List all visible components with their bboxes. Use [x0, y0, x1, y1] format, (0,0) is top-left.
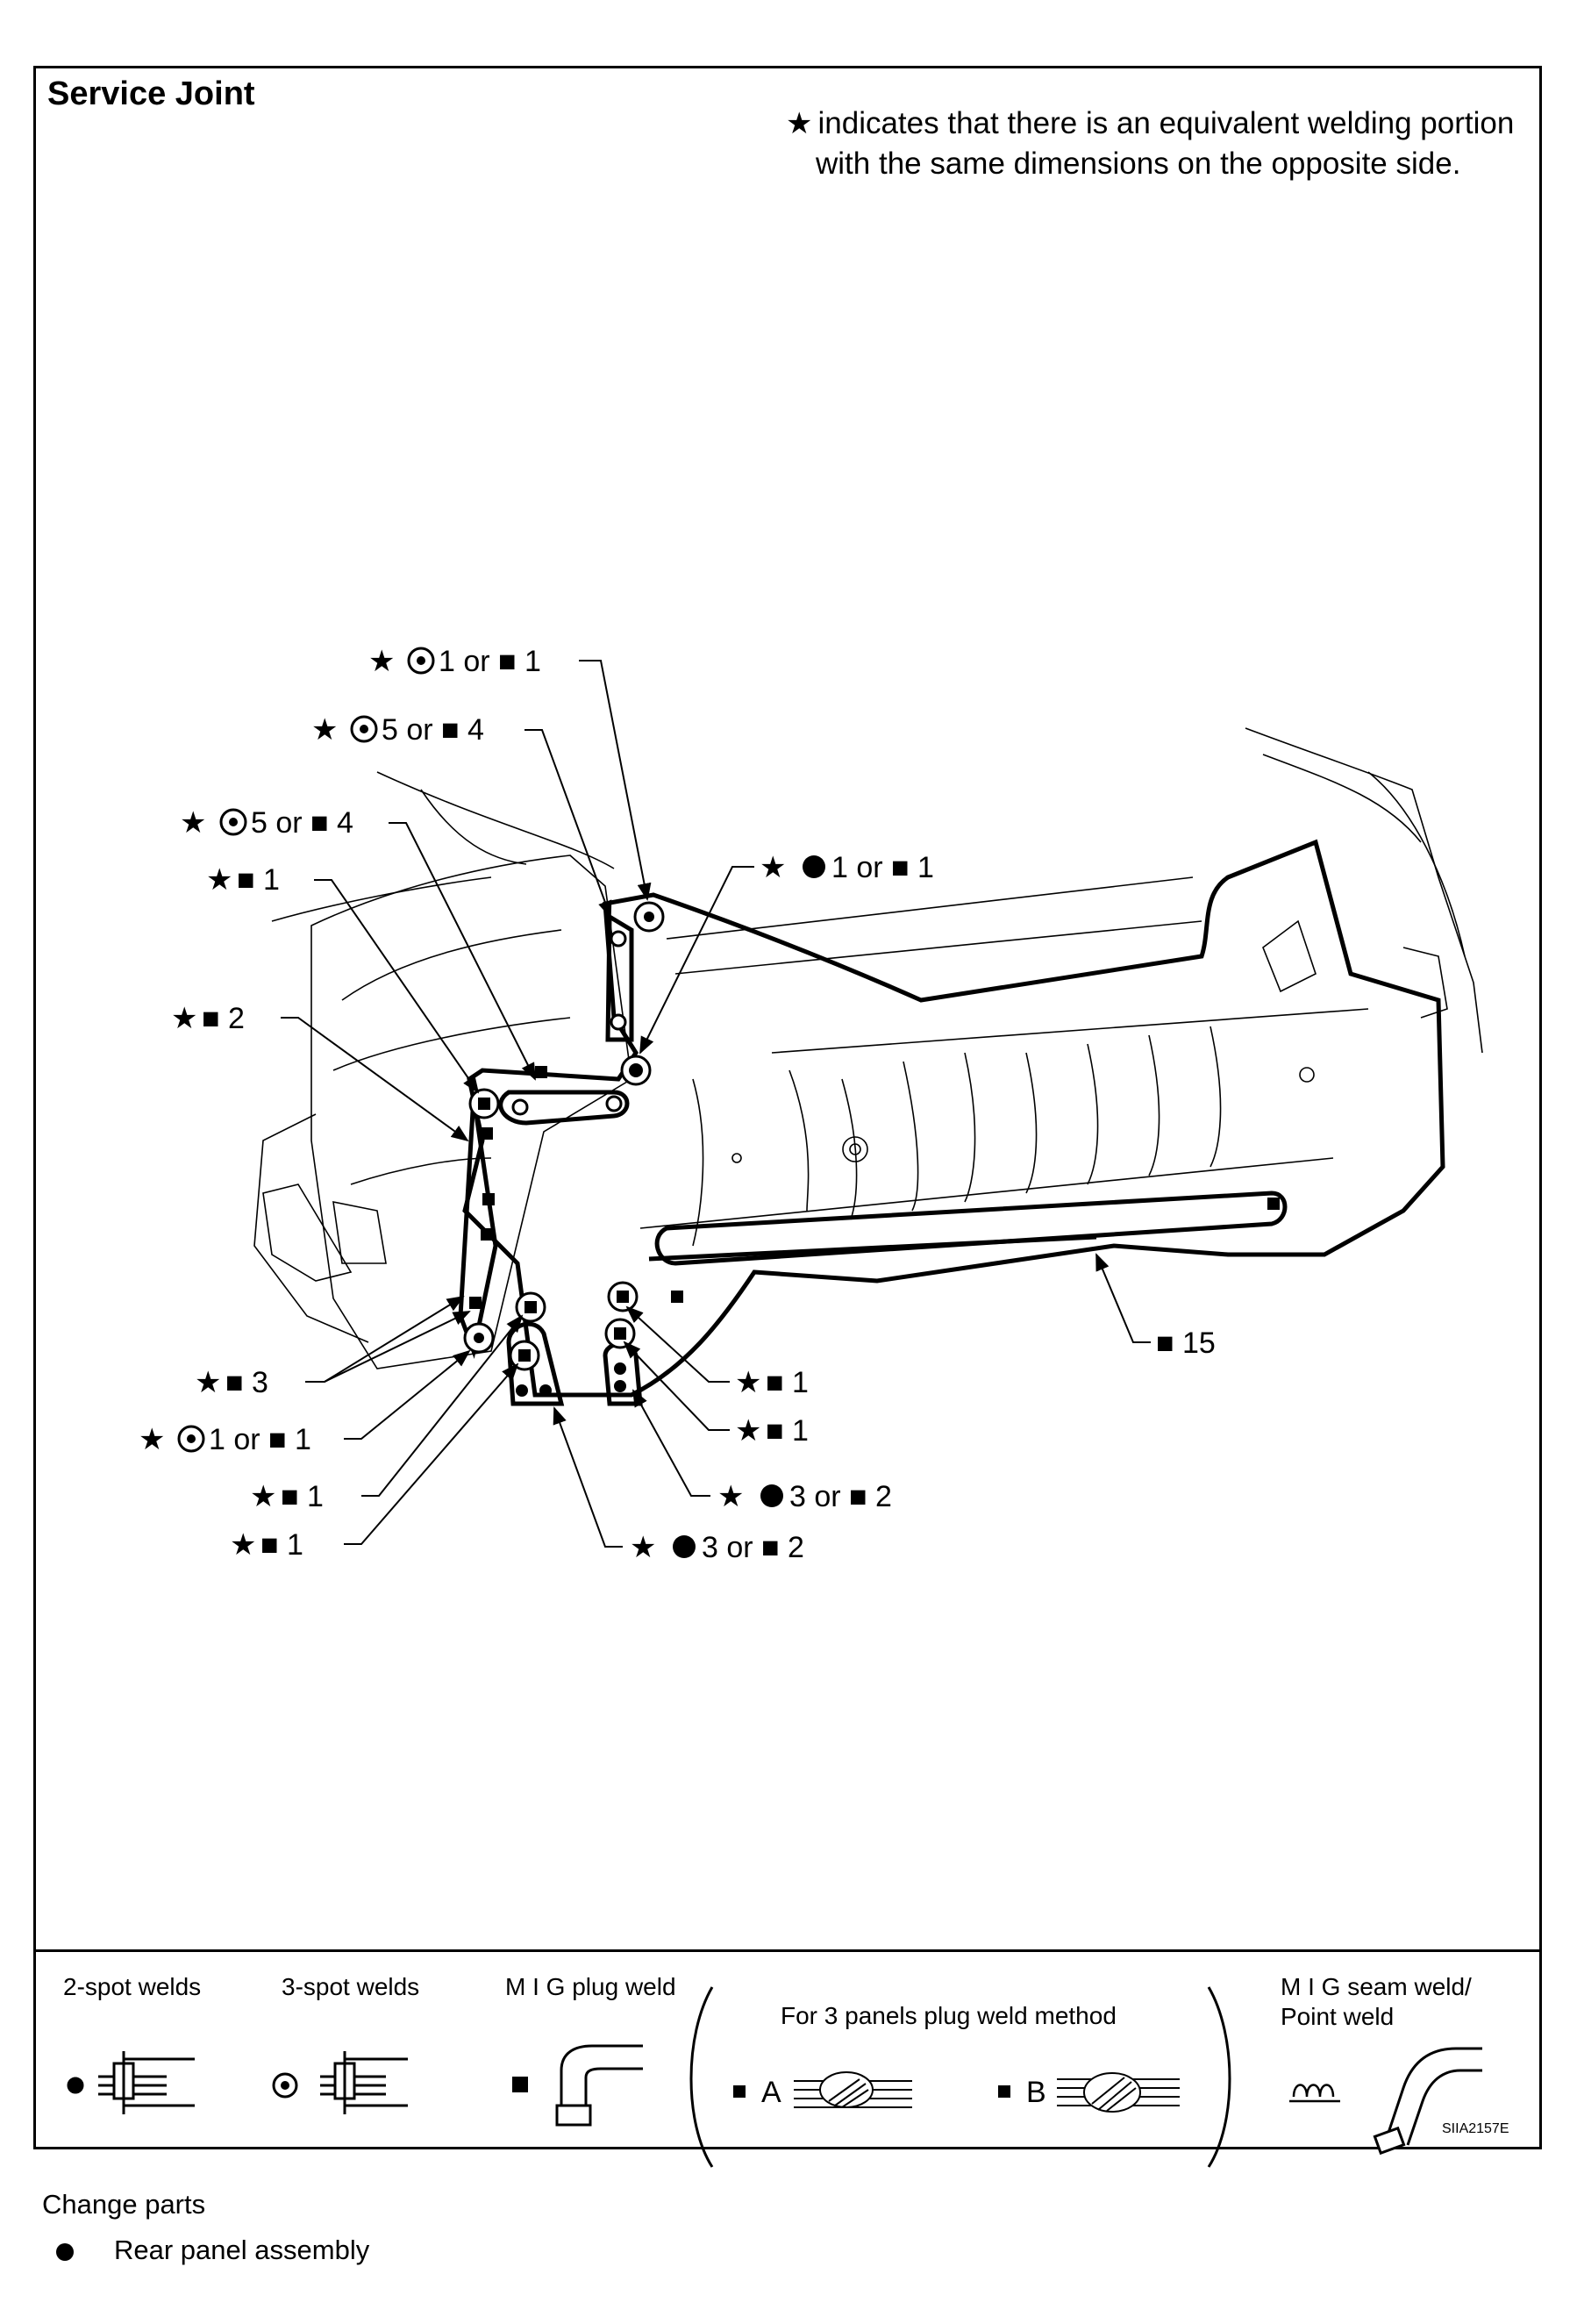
- legend-two-spot: 2-spot welds: [63, 1973, 202, 2000]
- callout-label: ■ 1: [766, 1366, 809, 1399]
- callout-label: 3 or ■ 2: [702, 1531, 804, 1564]
- diagram-frame: [33, 66, 1542, 2149]
- legend-three-panel: For 3 panels plug weld method: [781, 2002, 1117, 2029]
- star-icon: ★: [630, 1531, 656, 1564]
- callout-label: 3 or ■ 2: [789, 1480, 892, 1513]
- note-line-2: with the same dimensions on the opposite…: [816, 147, 1461, 181]
- callout-label: ■ 1: [237, 863, 280, 897]
- star-icon: ★: [735, 1366, 761, 1399]
- callout-label: 5 or ■ 4: [382, 713, 484, 747]
- mig-seam-torch-icon: [1373, 2047, 1482, 2156]
- callout-label: 1 or ■ 1: [831, 851, 934, 884]
- leader-lines: [281, 660, 1151, 1548]
- mig-plug-torch-icon: [555, 2044, 643, 2127]
- star-icon: ★: [180, 806, 206, 840]
- star-icon: ★: [171, 1002, 197, 1035]
- star-icon: ★: [230, 1528, 256, 1562]
- mig-plug-square-icon: [512, 2077, 528, 2092]
- left-paren: [689, 1986, 714, 2168]
- callout-label: ■ 1: [281, 1480, 324, 1513]
- callout-label: ■ 15: [1156, 1326, 1216, 1360]
- figure-code: SIIA2157E: [1442, 2121, 1509, 2136]
- legend-mig-seam-2: Point weld: [1281, 2003, 1395, 2030]
- plug-a-square-icon: [733, 2085, 746, 2098]
- star-icon: ★: [311, 713, 338, 747]
- star-icon: ★: [206, 863, 232, 897]
- weld-legend: 2-spot welds 3-spot welds M I G plug wel…: [33, 1949, 1542, 2149]
- three-spot-weld-icon: [320, 2051, 408, 2114]
- callout-label: 1 or ■ 1: [439, 645, 541, 678]
- legend-mig-seam-1: M I G seam weld/: [1281, 1973, 1472, 2000]
- star-icon: ★: [760, 851, 786, 884]
- callout-labels: 1 or ■ 1 5 or ■ 4 5 or ■ 4 ■ 1 1 or ■ 1 …: [202, 645, 1216, 1564]
- two-spot-icon: [803, 855, 825, 878]
- legend-b-label: B: [1026, 2076, 1046, 2109]
- star-icon: ★: [735, 1414, 761, 1448]
- change-parts-heading: Change parts: [42, 2189, 206, 2220]
- star-icon: ★: [786, 107, 813, 140]
- change-parts-item: Rear panel assembly: [56, 2235, 369, 2266]
- callout-label: ■ 3: [225, 1366, 268, 1399]
- legend-a-label: A: [761, 2076, 781, 2109]
- callout-symbols: ★ ★ ★ ★ ★ ★ ★ ★ ★ ★ ★ ★ ★ ★: [139, 645, 825, 1564]
- callout-label: 5 or ■ 4: [251, 806, 353, 840]
- two-spot-icon: [67, 2077, 84, 2094]
- callout-label: 1 or ■ 1: [209, 1423, 311, 1456]
- car-body-outline: [253, 727, 1483, 1369]
- page-title: Service Joint: [47, 75, 255, 112]
- change-parts-item-label: Rear panel assembly: [114, 2235, 370, 2265]
- two-spot-icon: [760, 1484, 783, 1507]
- star-icon: ★: [250, 1480, 276, 1513]
- legend-mig-plug: M I G plug weld: [505, 1973, 676, 2000]
- callout-label: ■ 1: [260, 1528, 303, 1562]
- star-icon: ★: [368, 645, 395, 678]
- star-icon: ★: [195, 1366, 221, 1399]
- star-note: ★indicates that there is an equivalent w…: [786, 104, 1514, 184]
- plug-b-square-icon: [998, 2085, 1010, 2098]
- rear-panel-weld-outline: [458, 839, 1445, 1406]
- weld-markers: [463, 901, 1280, 1397]
- callout-label: ■ 1: [766, 1414, 809, 1448]
- mig-seam-icon: [1289, 2084, 1340, 2103]
- plug-b-icon: [1057, 2072, 1180, 2113]
- star-icon: ★: [717, 1480, 744, 1513]
- star-icon: ★: [139, 1423, 165, 1456]
- right-paren: [1207, 1986, 1231, 2168]
- legend-graphics: [67, 1986, 1482, 2168]
- two-spot-icon: [673, 1535, 696, 1558]
- two-spot-weld-icon: [98, 2051, 195, 2114]
- callout-label: ■ 2: [202, 1002, 245, 1035]
- bullet-icon: [56, 2242, 74, 2261]
- plug-a-icon: [794, 2071, 912, 2108]
- legend-three-spot: 3-spot welds: [282, 1973, 420, 2000]
- note-line-1: indicates that there is an equivalent we…: [817, 106, 1515, 140]
